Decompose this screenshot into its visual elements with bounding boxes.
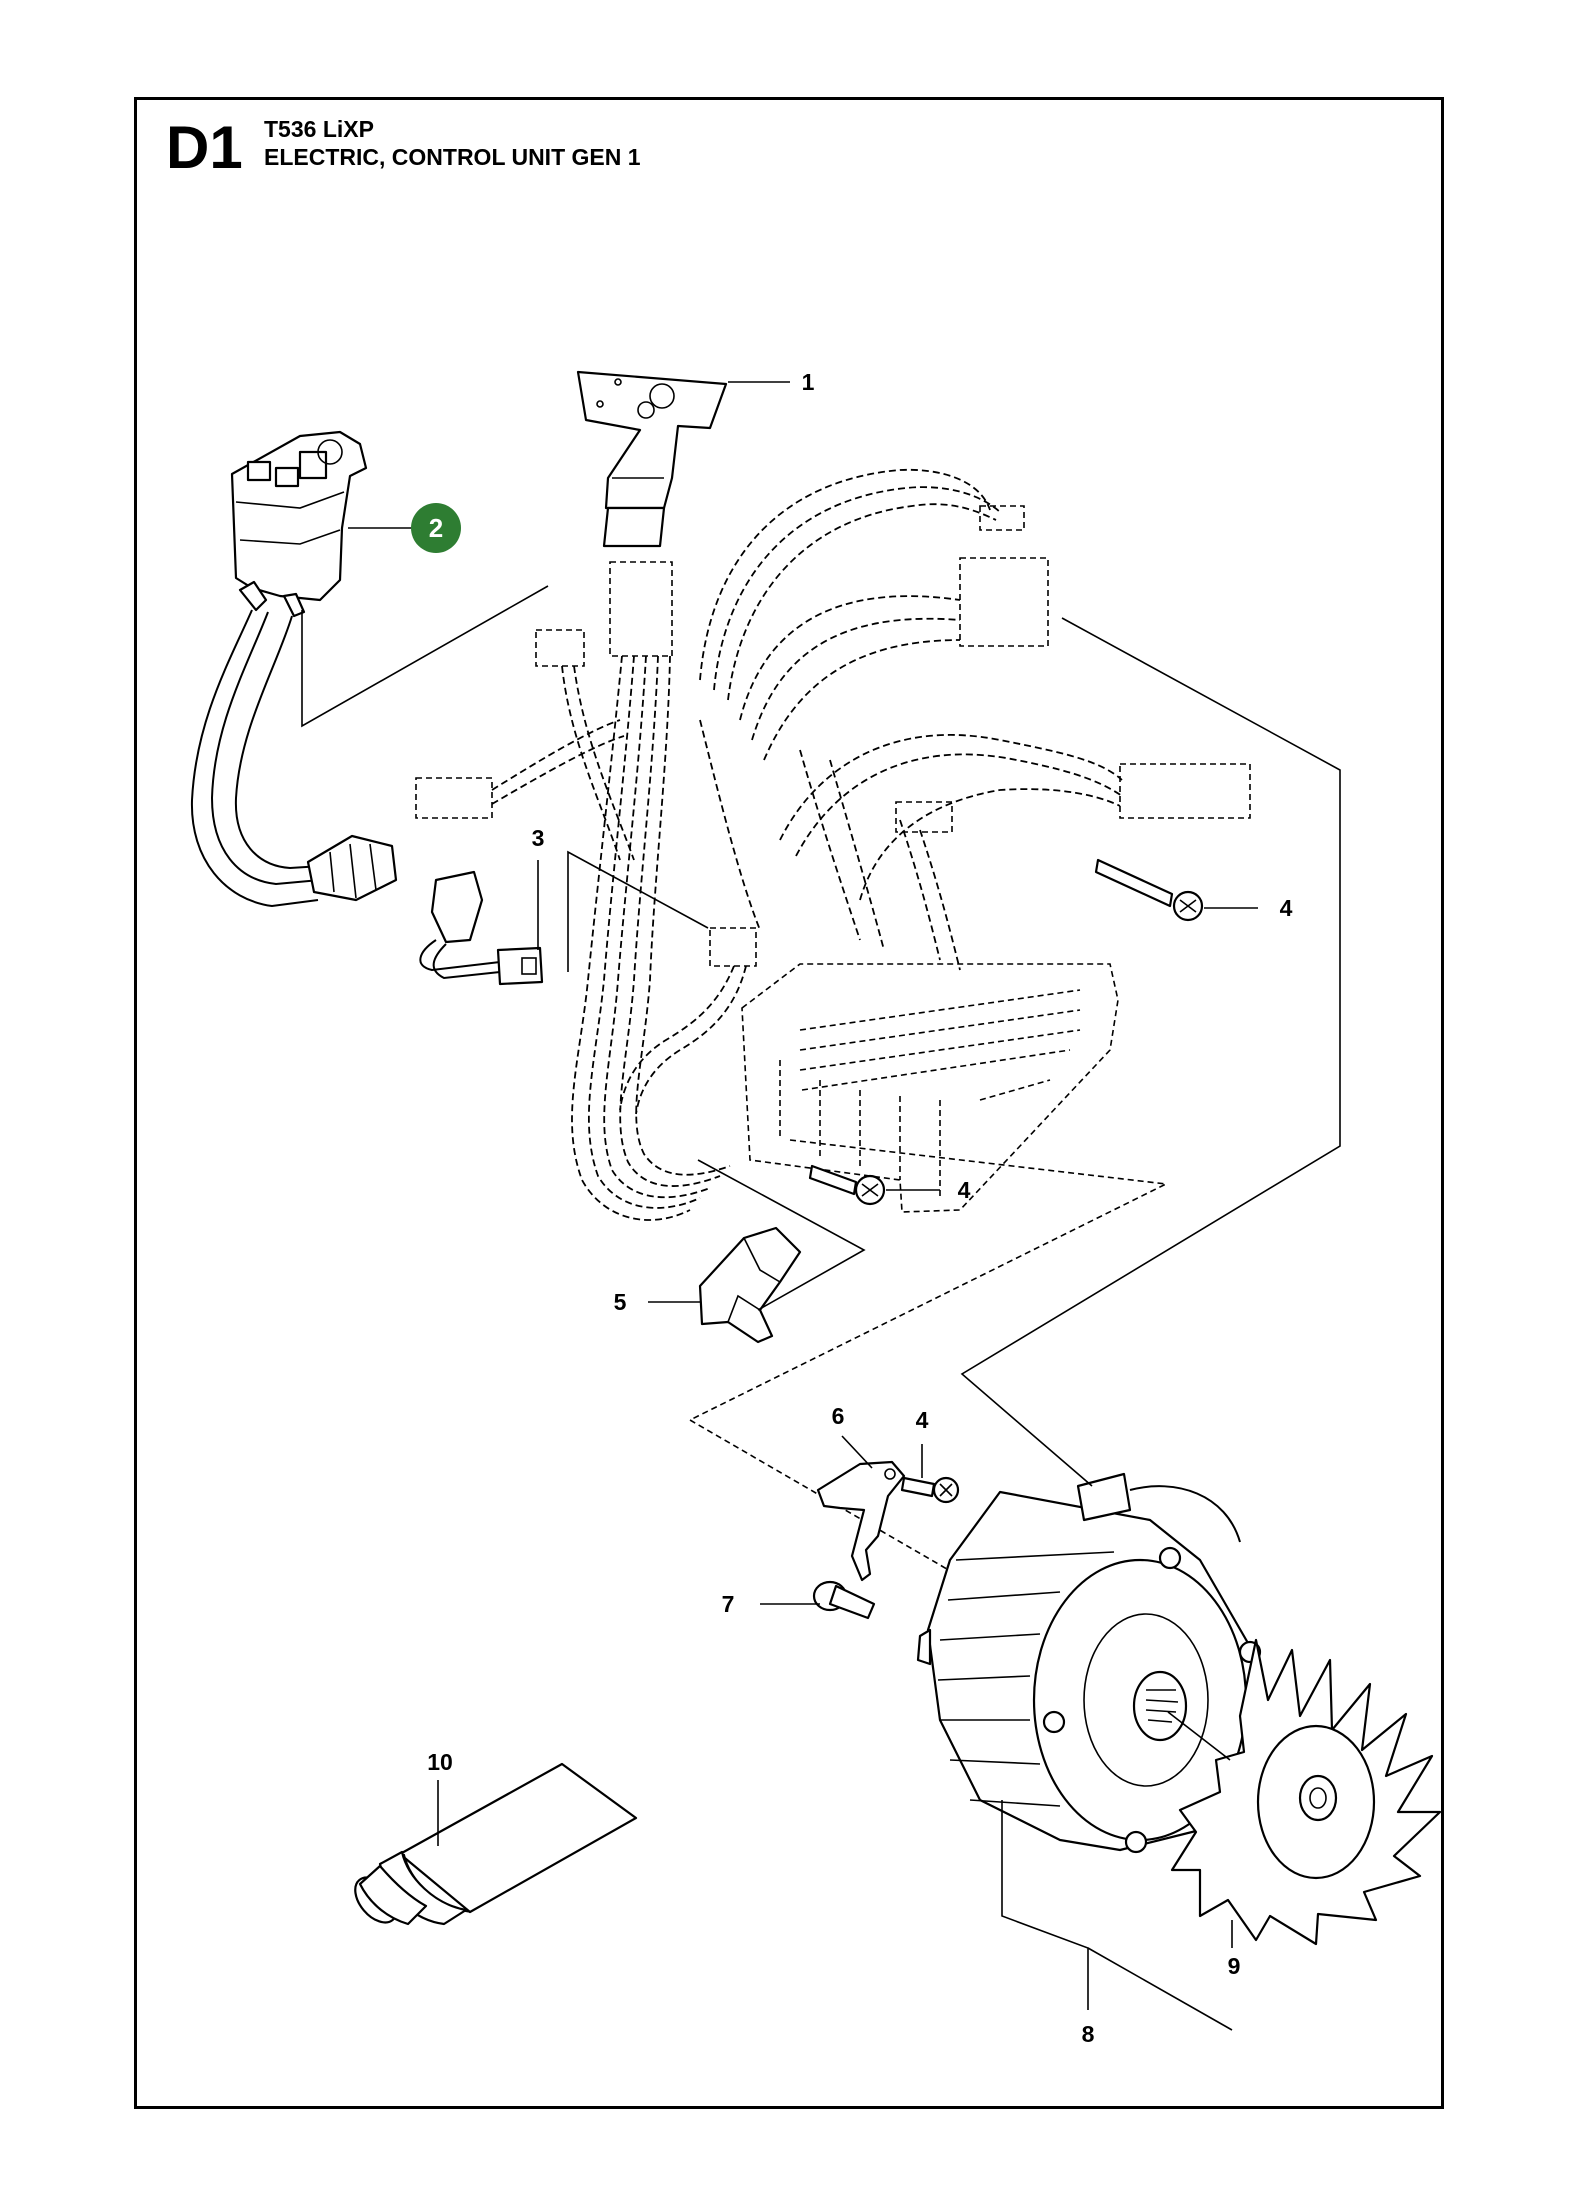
bracket-5 <box>697 1159 866 1311</box>
leader-8-branch <box>1087 1947 1233 2031</box>
callout-8[interactable]: 8 <box>1082 2021 1095 2047</box>
part-1-membrane[interactable] <box>576 370 728 548</box>
callout-4-c[interactable]: 4 <box>916 1407 929 1433</box>
callout-2-badge[interactable]: 2 <box>411 503 461 553</box>
diagram-subtitle: ELECTRIC, CONTROL UNIT GEN 1 <box>264 144 641 170</box>
leader-8 <box>1001 1800 1089 2010</box>
part-7-bolt[interactable] <box>812 1580 876 1620</box>
wiring-harness <box>415 468 1251 1221</box>
switch-cable-outer <box>190 609 319 908</box>
bracket-3 <box>567 850 709 972</box>
part-4-screw-b[interactable] <box>808 1164 886 1206</box>
callout-4-b[interactable]: 4 <box>958 1177 971 1203</box>
callout-3[interactable]: 3 <box>532 825 545 851</box>
part-8-motor[interactable] <box>916 1472 1262 1854</box>
part-5-grommet[interactable] <box>698 1226 802 1344</box>
model-name: T536 LiXP <box>264 116 374 142</box>
callout-2-circle <box>411 503 461 553</box>
leader-fan-shaft <box>1167 1711 1231 1761</box>
callout-5[interactable]: 5 <box>614 1289 627 1315</box>
switch-cable-inner <box>234 615 323 870</box>
diagram-frame <box>134 97 1444 2109</box>
control-unit <box>741 963 1119 1213</box>
callout-10[interactable]: 10 <box>427 1749 453 1775</box>
callout-2: 2 <box>429 513 443 543</box>
switch-cable-mid <box>210 611 321 886</box>
part-2-switch[interactable] <box>230 430 368 618</box>
part-4-screw-a[interactable] <box>1094 858 1204 922</box>
callout-4-a[interactable]: 4 <box>1280 895 1293 921</box>
callout-9[interactable]: 9 <box>1228 1953 1241 1979</box>
part-9-fan[interactable] <box>1170 1638 1442 1946</box>
callout-7[interactable]: 7 <box>722 1591 735 1617</box>
leader-6 <box>841 1435 873 1469</box>
section-code: D1 <box>166 114 243 181</box>
control-unit-dashed-guide <box>689 1139 1169 1421</box>
part-10-grease-tube[interactable] <box>347 1762 638 1930</box>
bracket-motor-harness <box>960 617 1341 1487</box>
part-4-screw-c[interactable] <box>900 1476 960 1504</box>
part-6-clip[interactable] <box>816 1460 906 1582</box>
callout-1[interactable]: 1 <box>802 369 815 395</box>
callout-6[interactable]: 6 <box>832 1403 845 1429</box>
switch-bracket-line <box>301 585 549 728</box>
part-3-connector-cable[interactable] <box>419 870 544 986</box>
switch-plug <box>306 834 398 902</box>
